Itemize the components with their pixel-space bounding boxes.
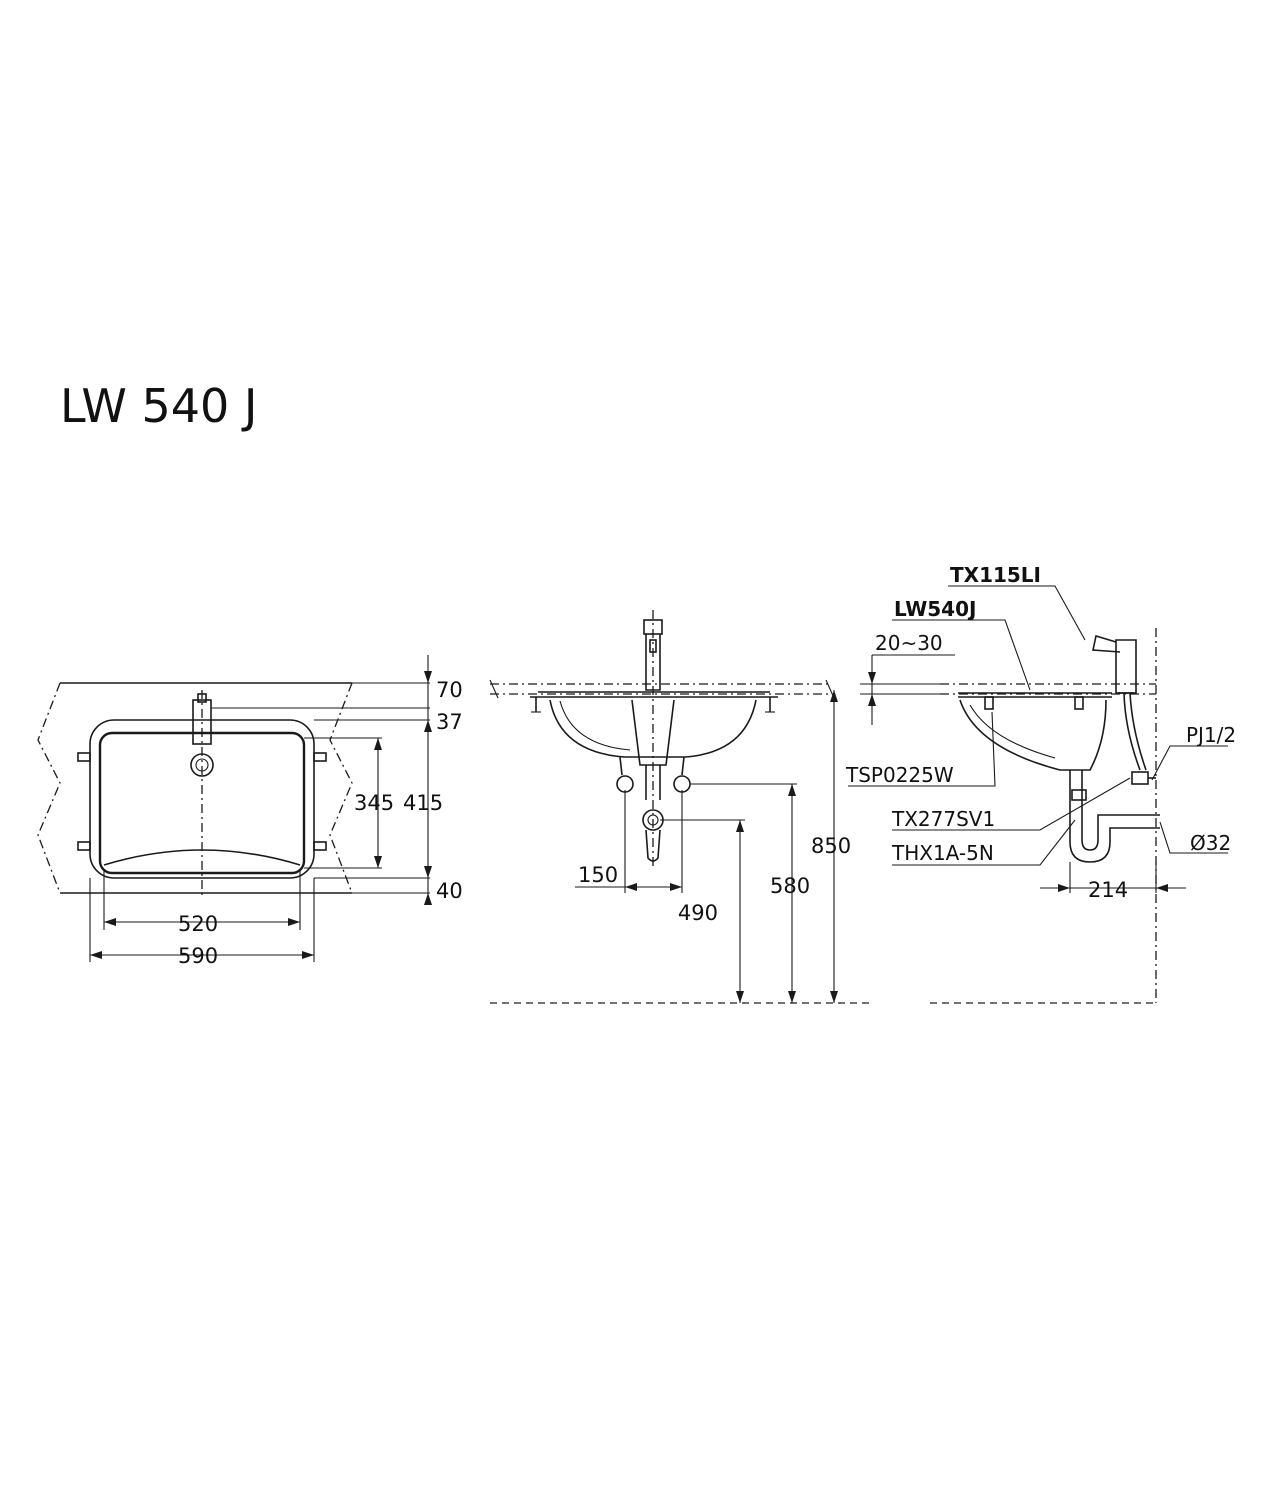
dim-37: 37: [436, 710, 463, 734]
part-basin-label: LW540J: [894, 597, 976, 621]
dim-214: 214: [1088, 878, 1128, 902]
dim-20-30: 20~30: [875, 631, 943, 655]
dim-580: 580: [770, 874, 810, 898]
part-thread-label: PJ1/2: [1186, 723, 1236, 747]
model-title: LW 540 J: [60, 379, 258, 433]
dim-70: 70: [436, 678, 463, 702]
top-view: [37, 655, 432, 962]
dim-415: 415: [403, 791, 443, 815]
dim-520: 520: [178, 912, 218, 936]
part-valve-label: TX277SV1: [891, 807, 995, 831]
part-pipe-label: Ø32: [1190, 831, 1231, 855]
dim-150: 150: [578, 863, 618, 887]
dim-850: 850: [811, 834, 851, 858]
dim-40: 40: [436, 879, 463, 903]
side-view: [848, 585, 1228, 1004]
part-faucet-label: TX115LI: [950, 563, 1041, 587]
dim-590: 590: [178, 944, 218, 968]
part-trap-label: THX1A-5N: [891, 841, 994, 865]
dim-490: 490: [678, 901, 718, 925]
front-view: [489, 610, 872, 1004]
part-bracket-label: TSP0225W: [845, 763, 954, 787]
dim-345: 345: [354, 791, 394, 815]
